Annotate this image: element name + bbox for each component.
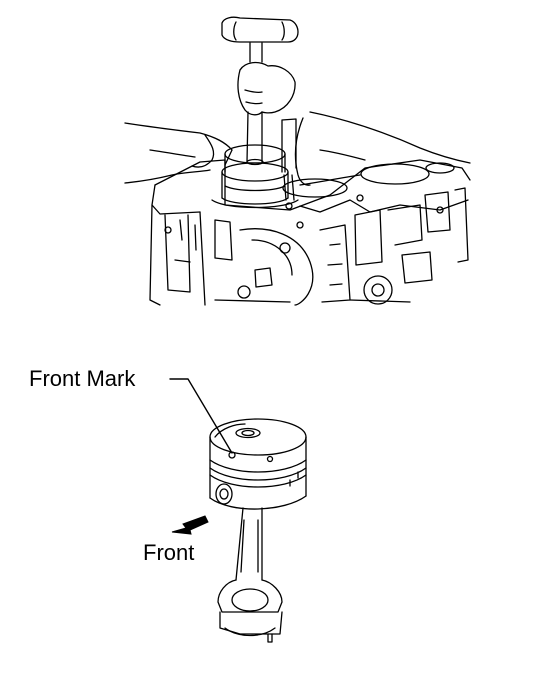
piston-illustration [209, 418, 307, 510]
front-arrow-icon [171, 515, 209, 535]
hammer-illustration [221, 16, 299, 166]
hands-illustration [124, 61, 471, 186]
front-mark-leader [169, 378, 233, 454]
piston-sleeve-illustration [211, 118, 299, 210]
connecting-rod-illustration [217, 507, 283, 643]
front-label: Front [143, 540, 195, 565]
engine-block-illustration [149, 159, 471, 306]
front-mark-label: Front Mark [29, 366, 136, 391]
